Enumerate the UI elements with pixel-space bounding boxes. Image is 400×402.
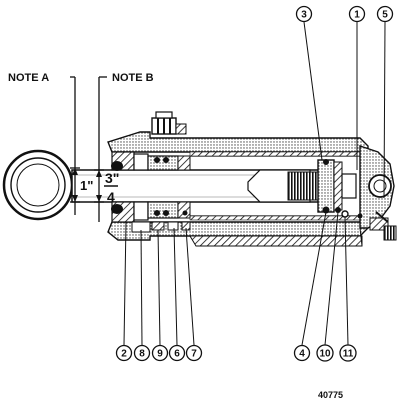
callout-bottom-4: 4	[293, 344, 311, 362]
callout-bottom-8: 8	[133, 344, 151, 362]
callout-bottom-6: 6	[168, 344, 186, 362]
note-a-label: NOTE A	[8, 72, 49, 84]
rod-eye	[2, 149, 74, 221]
gland-assembly	[111, 151, 191, 233]
svg-text:8: 8	[139, 349, 145, 360]
figure-id: 40775	[318, 390, 343, 400]
dimension-note-b	[94, 76, 118, 222]
callout-bottom-7: 7	[185, 344, 203, 362]
callout-top-5: 5	[376, 5, 394, 23]
svg-text:9: 9	[157, 349, 163, 360]
svg-text:11: 11	[343, 349, 354, 360]
piston-assembly	[247, 159, 357, 218]
svg-text:5: 5	[382, 10, 388, 21]
callout-bottom-11: 11	[339, 344, 357, 362]
dimension-inch-text: 1"	[80, 178, 93, 193]
svg-text:2: 2	[121, 349, 127, 360]
callouts-bottom: 2 8 9 6 7 4 10 11	[115, 211, 357, 362]
note-b-label: NOTE B	[112, 72, 154, 84]
hydraulic-port-fitting	[151, 111, 187, 135]
cap-end	[357, 145, 397, 247]
dimension-fraction-denominator: 4	[107, 189, 115, 205]
svg-text:10: 10	[319, 349, 331, 360]
svg-text:6: 6	[174, 349, 180, 360]
callout-top-3: 3	[295, 5, 313, 23]
callout-bottom-9: 9	[151, 344, 169, 362]
callout-bottom-10: 10	[316, 344, 334, 362]
svg-text:4: 4	[299, 349, 305, 360]
callout-bottom-2: 2	[115, 344, 133, 362]
dimension-note-a	[70, 76, 80, 215]
dimension-fraction-numerator: 3"	[105, 170, 119, 186]
callouts-top: 3 1 5	[295, 5, 394, 199]
svg-text:1: 1	[354, 10, 360, 21]
svg-text:3: 3	[301, 10, 307, 21]
callout-top-1: 1	[348, 5, 366, 23]
svg-text:7: 7	[191, 349, 197, 360]
